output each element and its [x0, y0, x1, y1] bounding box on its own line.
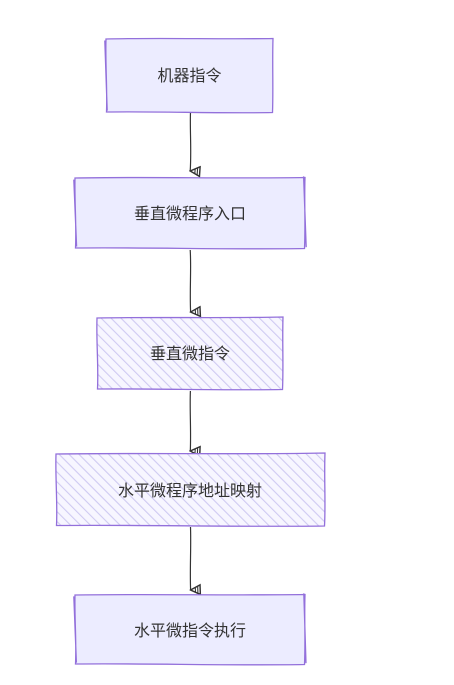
node-label: 垂直微指令: [150, 344, 230, 363]
node-border: [55, 452, 326, 527]
edges: [190, 111, 191, 590]
node-border: [96, 316, 284, 391]
node-box: [75, 177, 305, 249]
node-border: [73, 593, 307, 666]
node-vertical-microinstruction[interactable]: 垂直微指令: [96, 316, 284, 391]
node-border: [73, 176, 307, 250]
node-label: 水平微指令执行: [134, 621, 246, 640]
node-box: [56, 453, 325, 526]
node-label: 水平微程序地址映射: [118, 481, 262, 500]
node-vertical-microprogram-entry[interactable]: 垂直微程序入口: [73, 176, 307, 250]
node-horizontal-microinstruction-execution[interactable]: 水平微指令执行: [73, 593, 307, 666]
node-box: [75, 594, 305, 665]
node-box: [97, 317, 283, 390]
node-label: 机器指令: [157, 66, 221, 85]
node-border: [104, 37, 274, 114]
node-horizontal-microprogram-address-mapping[interactable]: 水平微程序地址映射: [55, 452, 326, 527]
edge-n1-n2: [190, 111, 191, 171]
node-label: 垂直微程序入口: [134, 204, 246, 223]
node-box: [106, 38, 273, 113]
node-machine-instruction[interactable]: 机器指令: [104, 37, 274, 114]
